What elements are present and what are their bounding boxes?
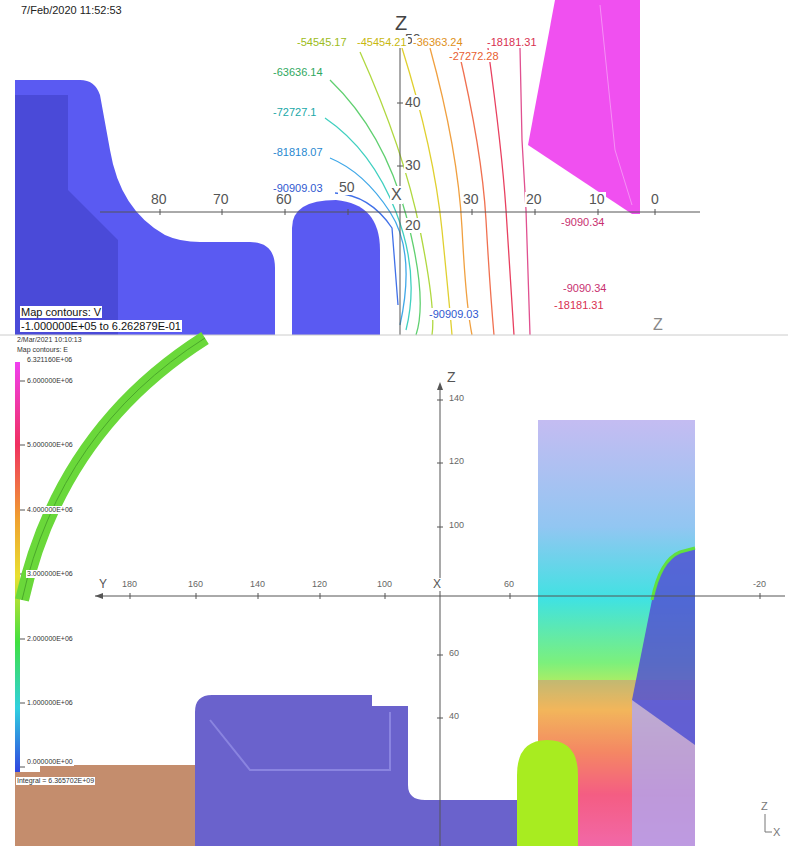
tick-label: 140 (249, 580, 266, 590)
tick-label: 10 (588, 192, 606, 207)
tick-label: 30 (404, 158, 422, 173)
tick-label: 20 (525, 192, 543, 207)
integral-value: Integral = 6.365702E+09 (16, 777, 95, 785)
tick-label: 160 (187, 580, 204, 590)
contour-value: -54545.17 (296, 36, 348, 48)
axis-name: X (432, 578, 442, 591)
contour-value: -63636.14 (272, 66, 324, 78)
map-title: Map contours: V (20, 306, 102, 318)
tick-label: 100 (376, 580, 393, 590)
contour-value: -27272.28 (448, 50, 500, 62)
scale-value: 4.000000E+06 (26, 506, 74, 514)
axis-name: Z (652, 316, 664, 334)
map-range: -1.000000E+05 to 6.262879E-01 (20, 320, 182, 332)
tick-label: 120 (311, 580, 328, 590)
axis-name: Y (98, 578, 108, 591)
tick-label: 60 (448, 649, 460, 659)
tick-label: 80 (150, 192, 168, 207)
tick-label: 20 (404, 218, 422, 233)
axis-name: Z (760, 800, 769, 812)
contour-value: -45454.21 (356, 36, 408, 48)
timestamp: 2/Mar/2021 10:10:13 (16, 336, 83, 344)
contour-value: -81818.07 (272, 146, 324, 158)
tick-label: 120 (448, 457, 465, 467)
contour-value: -90909.03 (428, 308, 480, 320)
tick-label: 40 (448, 712, 460, 722)
contour-value: -72727.1 (272, 106, 317, 118)
tick-label: 100 (448, 521, 465, 531)
tick-label: 70 (212, 192, 230, 207)
contour-value: -90909.03 (272, 182, 324, 194)
scale-value: 5.000000E+06 (26, 441, 74, 449)
tick-label: 60 (503, 580, 515, 590)
axis-name: X (390, 186, 403, 204)
scale-value: 6.321160E+06 (26, 356, 73, 364)
tick-label: 30 (462, 192, 480, 207)
axis-name: Z (446, 370, 457, 385)
tick-label: 60 (275, 192, 293, 207)
scale-value: 2.000000E+06 (26, 635, 74, 643)
tick-label: -20 (752, 580, 767, 590)
contour-value: -36363.24 (412, 36, 464, 48)
scale-value: 1.000000E+06 (26, 699, 74, 707)
tick-label: 40 (404, 95, 422, 110)
map-title: Map contours: E (16, 346, 69, 354)
contour-value: -18181.31 (486, 36, 538, 48)
contour-value: -9090.34 (562, 282, 607, 294)
scale-value: 6.000000E+06 (26, 377, 74, 385)
axis-name: X (772, 826, 781, 838)
axis-name: Z (394, 12, 408, 34)
tick-label: 0 (650, 192, 660, 207)
contour-value: -9090.34 (560, 216, 605, 228)
tick-label: 180 (121, 580, 138, 590)
timestamp: 7/Feb/2020 11:52:53 (20, 4, 123, 16)
contour-value: -18181.31 (553, 299, 605, 311)
tick-label: 50 (338, 180, 356, 195)
scale-value: 3.000000E+06 (26, 570, 74, 578)
scale-value: 0.000000E+00 (26, 758, 74, 766)
tick-label: 140 (448, 394, 465, 404)
